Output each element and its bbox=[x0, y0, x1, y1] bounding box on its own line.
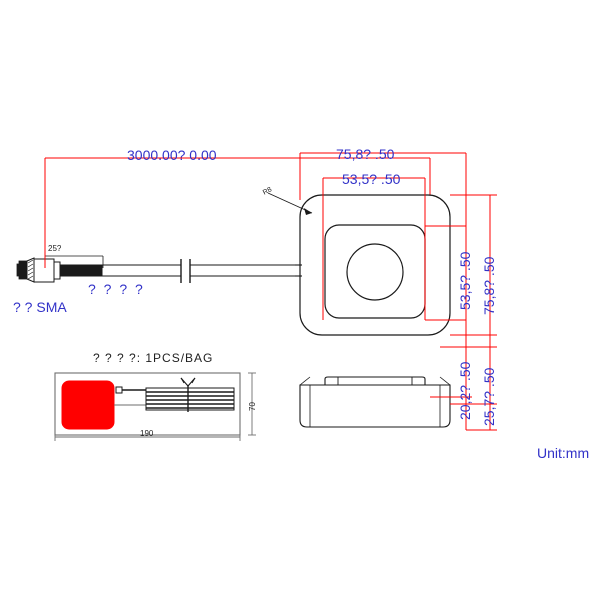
packaging-title-label: ? ? ? ?: 1PCS/BAG bbox=[93, 351, 214, 365]
packaging-height-dimension bbox=[248, 372, 256, 436]
coiled-cable-bundle bbox=[145, 377, 235, 412]
packaging-view bbox=[54, 372, 256, 441]
total-height-dimension bbox=[450, 346, 497, 431]
packaging-width-dimension bbox=[54, 433, 241, 441]
antenna-side-view bbox=[299, 376, 451, 428]
overall-length-dimension-label: 3000.00? 0.00 bbox=[127, 147, 217, 163]
cable-break-symbol bbox=[180, 259, 191, 283]
cable-assembly-view bbox=[16, 255, 295, 283]
outer-height-dimension-label: 75,8? .50 bbox=[481, 256, 497, 315]
outer-width-dimension-label: 75,8? .50 bbox=[336, 146, 395, 162]
packaging-width-label: 190 bbox=[140, 429, 154, 438]
inner-width-dimension-label: 53,5? .50 bbox=[342, 171, 401, 187]
dimension-extension-lines bbox=[465, 335, 491, 352]
sma-connector-icon bbox=[16, 257, 103, 283]
packaged-product-block bbox=[61, 380, 115, 430]
total-height-dimension-label: 25,7? .50 bbox=[481, 367, 497, 426]
connector-length-dimension-label: 25? bbox=[48, 244, 62, 253]
corner-radius-leader bbox=[267, 192, 313, 215]
inner-height-dimension-label: 53,5? .50 bbox=[457, 251, 473, 310]
base-height-dimension-label: 20,2? .50 bbox=[457, 361, 473, 420]
outer-height-dimension bbox=[450, 194, 497, 336]
unit-note-label: Unit:mm bbox=[537, 445, 590, 461]
inner-height-dimension bbox=[425, 225, 466, 321]
connector-type-label: ? ? SMA bbox=[13, 299, 67, 315]
packaging-height-label: 70 bbox=[248, 402, 257, 411]
outer-width-dimension bbox=[299, 152, 467, 335]
cable-type-label: ? ? ? ? bbox=[88, 281, 145, 297]
inner-width-dimension bbox=[322, 177, 426, 320]
antenna-top-view bbox=[267, 192, 451, 336]
coax-cable bbox=[102, 264, 295, 277]
